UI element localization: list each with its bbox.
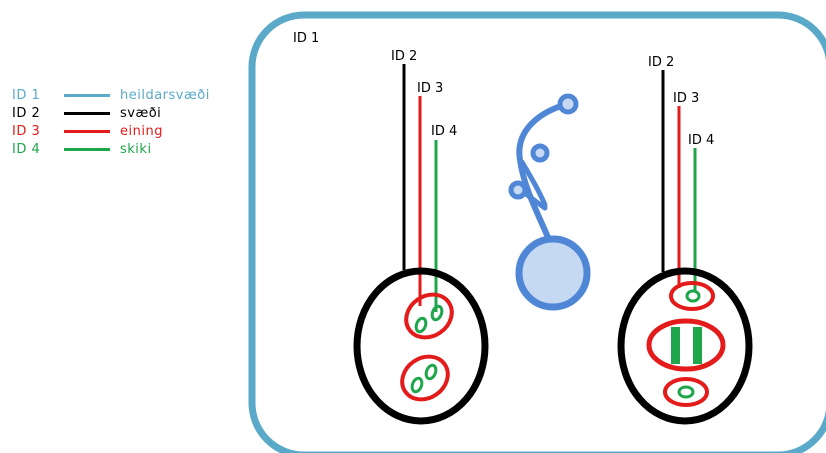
legend-id-label: ID 4 [12,141,41,157]
right-unit-middle [646,318,726,372]
icon-node-middle [530,143,550,163]
icon-node-lower [508,180,528,200]
right-region-ellipse [617,267,753,425]
right-id2-label: ID 2 [648,55,674,70]
left-parcel-a [414,316,428,334]
icon-node-top [557,93,579,115]
right-parcel-bar-right [693,327,702,364]
legend-name-label: svæði [120,105,162,121]
left-parcel-c [410,376,424,394]
left-unit-lower [400,354,450,402]
legend-name-label: skiki [120,141,152,157]
legend-id-label: ID 3 [12,123,41,139]
left-id3-label: ID 3 [417,81,443,96]
right-parcel-bottom [677,385,695,399]
left-group: ID 2 ID 3 ID 4 [353,49,489,425]
left-unit-upper [404,292,454,340]
outer-area-border [248,11,826,453]
legend-id-label: ID 1 [12,87,41,103]
left-parcel-d [424,363,438,381]
legend-name-label: heildarsvæði [120,87,210,103]
left-id2-label: ID 2 [391,49,417,64]
icon-branch [519,159,548,208]
left-id4-label: ID 4 [431,124,457,139]
legend-row-id2: ID 2 svæði [12,105,161,121]
legend-line-swatch [64,147,110,151]
icon-stem [516,101,570,261]
right-group: ID 2 ID 3 ID 4 [617,55,753,425]
neuron-icon [508,93,591,311]
right-unit-top [669,281,715,311]
left-region-ellipse [353,267,489,425]
left-parcel-b [430,304,444,322]
legend-row-id3: ID 3 eining [12,123,163,139]
legend-line-swatch [64,111,110,115]
right-parcel-top [685,289,701,303]
right-id4-label: ID 4 [688,133,714,148]
outer-area-label: ID 1 [293,31,319,46]
right-id3-label: ID 3 [673,91,699,106]
legend-line-swatch [64,93,110,97]
legend-row-id1: ID 1 heildarsvæði [12,87,210,103]
icon-body [515,235,591,311]
right-unit-bottom [663,377,709,407]
legend-id-label: ID 2 [12,105,41,121]
legend-name-label: eining [120,123,163,139]
right-parcel-bar-left [671,327,680,364]
legend-line-swatch [64,129,110,133]
legend-row-id4: ID 4 skiki [12,141,152,157]
